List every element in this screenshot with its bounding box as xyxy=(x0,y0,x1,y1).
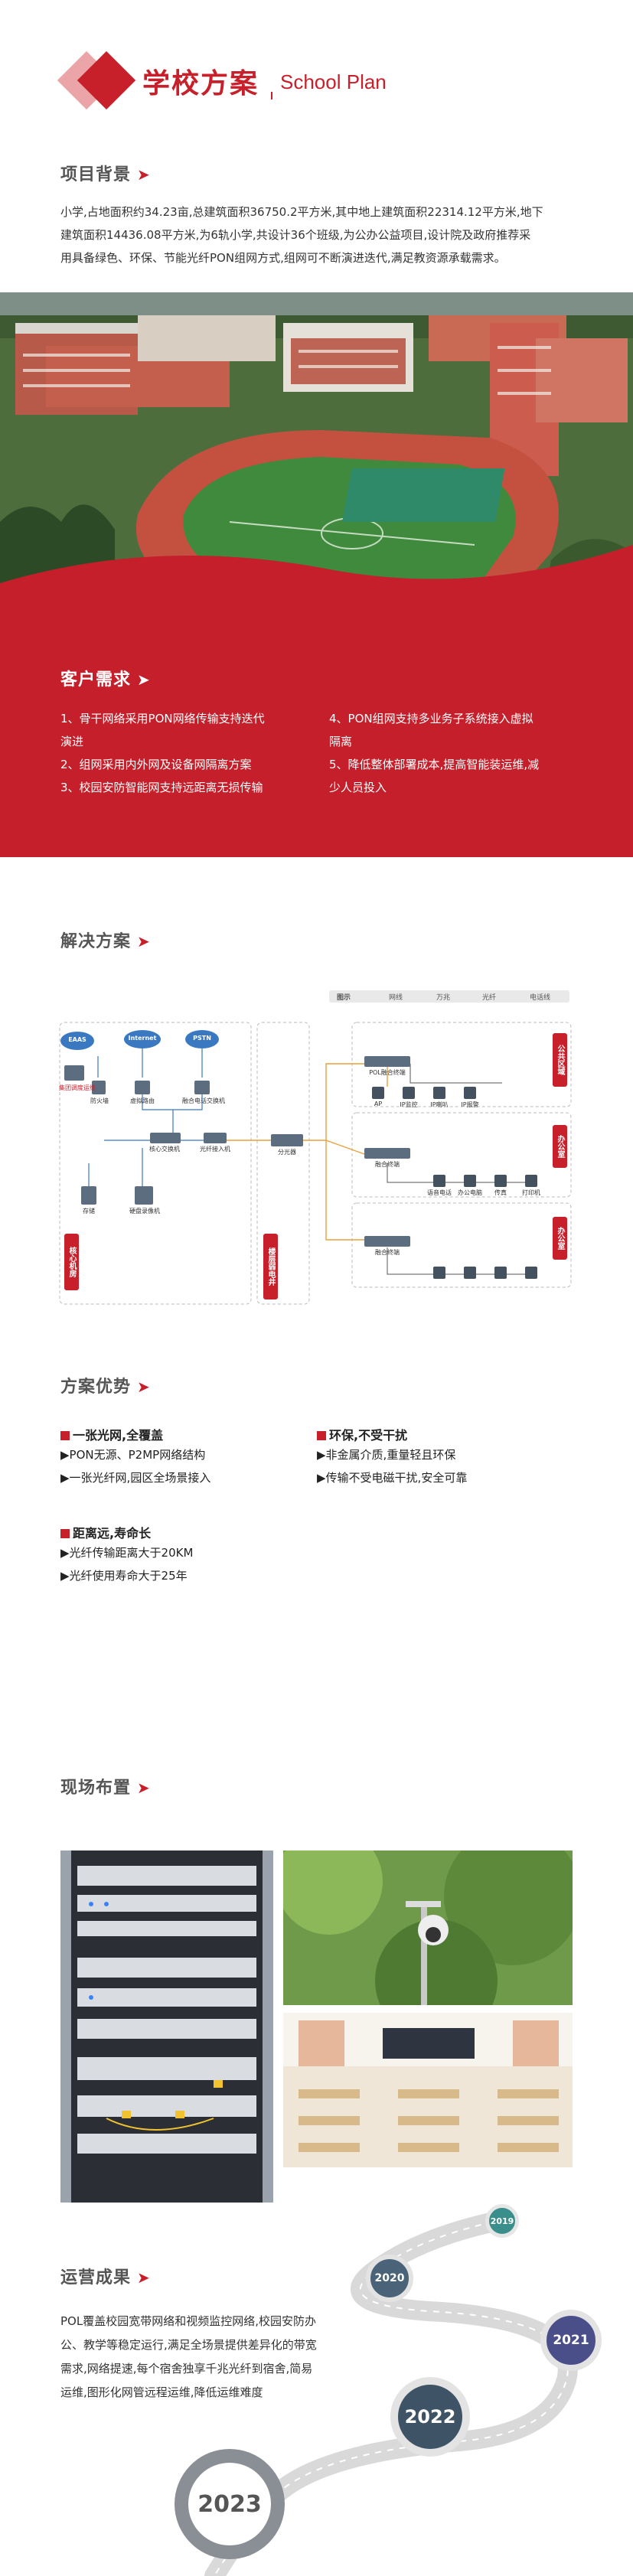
customer-needs-band xyxy=(0,652,633,857)
section-title-advantages: 方案优势➤ xyxy=(60,1378,151,1397)
tag-core-room: 核心机房 xyxy=(64,1234,79,1290)
label-onu2: 融合终端 xyxy=(375,1249,400,1256)
year-2022: 2022 xyxy=(390,2377,470,2457)
network-diagram: EAAS Internet PSTN 集团调度运维 防火墙 虚拟路由 融合电话交… xyxy=(58,1018,573,1309)
label-phone: IP喇叭 xyxy=(430,1101,449,1108)
tag-public-area: 公共区域 xyxy=(553,1033,567,1087)
cloud-eaas-label: EAAS xyxy=(68,1036,86,1043)
section-title-background: 项目背景➤ xyxy=(60,165,151,184)
site-photo-camera xyxy=(283,1850,573,2005)
site-photo-classroom xyxy=(283,2013,573,2167)
year-2020: 2020 xyxy=(366,2255,413,2302)
year-2023: 2023 xyxy=(175,2449,285,2559)
results-text: POL覆盖校园宽带网络和视频监控网络,校园安防办 公、教学等稳定运行,满足全场景… xyxy=(60,2314,317,2399)
label-ap: AP xyxy=(374,1101,383,1107)
diagram-legend: 图示 网线 万兆 光纤 电话线 xyxy=(329,990,569,1003)
section-title-site: 现场布置➤ xyxy=(60,1779,151,1798)
needs-left-list: 1、骨干网络采用PON网络传输支持迭代 演进 2、组网采用内外网及设备网隔离方案… xyxy=(60,712,265,794)
section-title-needs: 客户需求➤ xyxy=(60,670,151,690)
label-ops: 集团调度运维 xyxy=(59,1084,96,1091)
label-firewall: 防火墙 xyxy=(90,1097,109,1104)
year-2021: 2021 xyxy=(540,2310,602,2371)
label-voip: 语音电话 xyxy=(427,1189,452,1196)
label-bell: IP报警 xyxy=(461,1101,479,1108)
site-photo-rack xyxy=(60,1850,273,2203)
label-splitter: 分光器 xyxy=(278,1149,296,1156)
advantage-group-2: 环保,不受干扰 ▶非金属介质,重量轻且环保 ▶传输不受电磁干扰,安全可靠 xyxy=(317,1428,468,1485)
needs-right-list: 4、PON组网支持多业务子系统接入虚拟 隔离 5、降低整体部署成本,提高智能装运… xyxy=(329,712,540,794)
label-storage2: 硬盘录像机 xyxy=(129,1208,160,1215)
background-text: 小学,占地面积约34.23亩,总建筑面积36750.2平方米,其中地上建筑面积2… xyxy=(60,205,543,265)
label-printer: 打印机 xyxy=(522,1189,540,1196)
campus-photo xyxy=(0,292,633,652)
tag-office-1: 办公室 xyxy=(553,1125,567,1168)
label-pc: 办公电脑 xyxy=(458,1189,482,1196)
header-logo xyxy=(57,51,136,110)
label-storage1: 存储 xyxy=(83,1208,95,1215)
advantage-group-3: 距离远,寿命长 ▶光纤传输距离大于20KM ▶光纤使用寿命大于25年 xyxy=(60,1526,194,1583)
label-olt: 光纤接入机 xyxy=(200,1146,230,1153)
label-onu1: 融合终端 xyxy=(375,1161,400,1168)
tag-floor-well: 楼层弱电井 xyxy=(263,1234,278,1299)
section-title-solution: 解决方案➤ xyxy=(60,932,151,951)
label-pol: POL融合终端 xyxy=(369,1069,406,1076)
year-2019: 2019 xyxy=(485,2204,519,2238)
label-fax: 传真 xyxy=(494,1189,507,1196)
label-gateway: 虚拟路由 xyxy=(130,1097,155,1104)
section-title-results: 运营成果➤ xyxy=(60,2268,151,2287)
page-title: 学校方案 xyxy=(142,68,259,99)
label-core: 核心交换机 xyxy=(149,1146,180,1153)
cloud-internet-label: Internet xyxy=(128,1035,157,1042)
cloud-pstn-label: PSTN xyxy=(193,1035,211,1042)
title-divider xyxy=(271,92,272,99)
tag-office-2: 办公室 xyxy=(553,1217,567,1260)
label-cam: IP监控 xyxy=(400,1101,418,1108)
page-subtitle: School Plan xyxy=(280,70,387,93)
label-switch-pstn: 融合电话交换机 xyxy=(182,1097,225,1104)
advantage-group-1: 一张光网,全覆盖 ▶PON无源、P2MP网络结构 ▶一张光纤网,园区全场景接入 xyxy=(60,1428,211,1485)
